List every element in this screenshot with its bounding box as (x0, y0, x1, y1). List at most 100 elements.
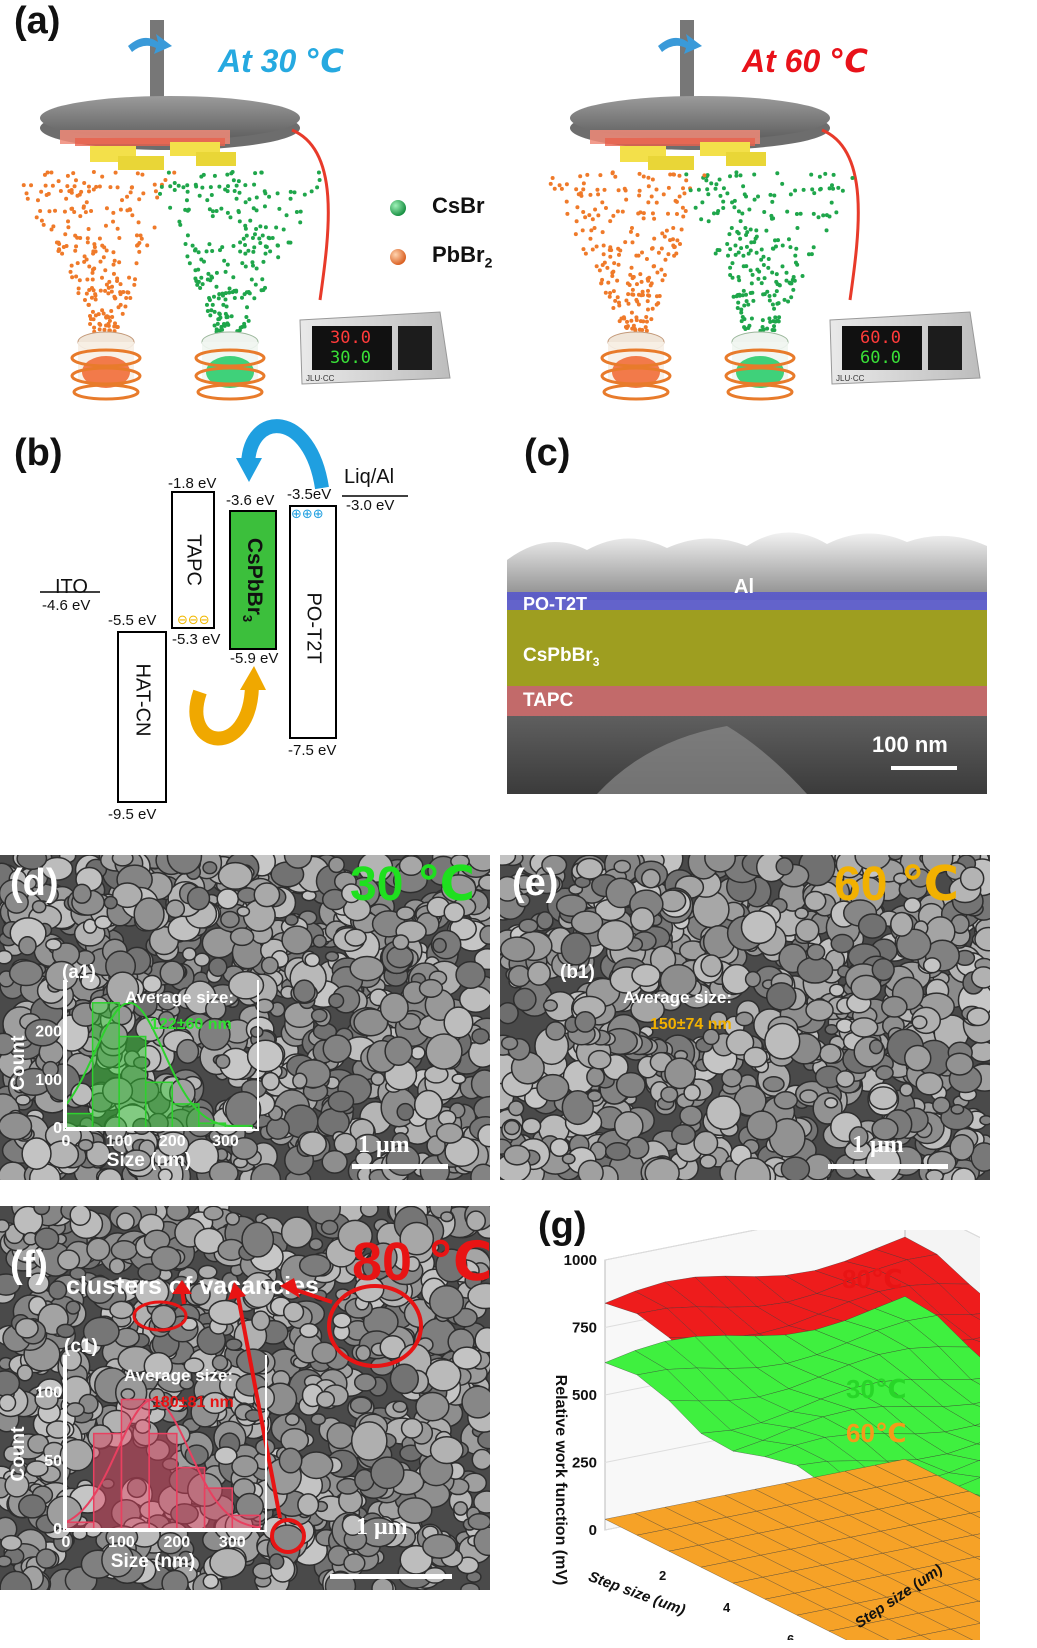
pot2t-top: -3.5eV (287, 486, 332, 503)
zaxis-label: Relative work function (mV) (552, 1374, 569, 1586)
x-tick-label: 100 (106, 1133, 133, 1150)
y-axis-label: Count (8, 1426, 29, 1482)
vacancy-circle-icon (327, 1284, 423, 1368)
rotation-arrow-icon (128, 34, 172, 54)
temp-f: 80 ℃ (352, 1232, 493, 1292)
layer-tapc: TAPC (523, 690, 574, 711)
y-tick-label: 0 (53, 1521, 62, 1538)
work-function-3d-plot: 02505007501000246810246810 (564, 1230, 980, 1640)
y-tick-label: 100 (35, 1072, 62, 1089)
ito-level: -4.6 eV (42, 597, 91, 614)
vacancy-markers (132, 1278, 423, 1554)
hole-symbols: ⊖⊖⊖ (177, 612, 210, 627)
x-tick-label: 200 (159, 1133, 186, 1150)
histogram-bar (120, 1398, 150, 1530)
avg-title-b1: Average size: (623, 988, 732, 1007)
x-tick-label: 0 (62, 1534, 71, 1551)
ito-label: ITO (55, 576, 88, 598)
layer-pot2t: PO-T2T (523, 594, 588, 614)
cathode-label: Liq/Al (344, 466, 395, 488)
vacancy-circle-icon (270, 1518, 306, 1554)
histogram-bar (203, 1487, 234, 1530)
y-tick-label: 200 (35, 1024, 62, 1041)
histogram-bar (176, 1466, 206, 1530)
x-tick-label: 6 (787, 1632, 794, 1640)
pbbr2-ball-icon (390, 249, 406, 265)
hole-arrow-icon (189, 685, 259, 746)
surface-60℃ (604, 1458, 980, 1640)
pot2t-label: PO-T2T (302, 592, 325, 664)
x-tick-label: 300 (212, 1133, 239, 1150)
scale-e: 1 μm (852, 1132, 904, 1158)
evaporation-setup-30c (21, 20, 451, 401)
electron-arrow-icon (241, 419, 329, 490)
display-60c-bottom: 60.0 (860, 348, 901, 368)
title-30c: At 30 ℃ (218, 43, 344, 79)
tapc-label: TAPC (182, 534, 205, 586)
histogram-bar (65, 1112, 94, 1129)
display-30c-bottom: 30.0 (330, 348, 371, 368)
panel-a-illustration (21, 20, 981, 401)
sem-image-f (0, 1206, 490, 1590)
z-tick-label: 500 (572, 1387, 597, 1404)
inset-label-c1: (c1) (64, 1336, 98, 1357)
title-60c: At 60 ℃ (742, 43, 868, 79)
cathode-level: -3.0 eV (346, 497, 395, 514)
z-tick-label: 750 (572, 1320, 597, 1337)
cross-section-sem (507, 500, 987, 794)
tapc-top: -1.8 eV (168, 475, 217, 492)
y-tick-label: 50 (44, 1453, 62, 1470)
x-tick-label: 100 (108, 1534, 135, 1551)
brand-right: JLU·CC (836, 374, 865, 383)
panel-c-label: (c) (524, 432, 571, 474)
y-tick-label: 100 (35, 1385, 62, 1402)
inset-label-a1: (a1) (62, 962, 96, 983)
rotation-arrow-icon (658, 34, 702, 54)
x-tick-label: 0 (62, 1133, 71, 1150)
cspbbr3-bottom: -5.9 eV (230, 650, 279, 667)
histogram-bar (148, 1432, 178, 1530)
histogram-bar (118, 1035, 147, 1129)
layer-cspbbr3: CsPbBr3 (523, 645, 600, 669)
scale-bar-f (330, 1574, 452, 1579)
display-60c-top: 60.0 (860, 328, 901, 348)
display-30c-top: 30.0 (330, 328, 371, 348)
y-tick-label: 0 (53, 1120, 62, 1137)
x-axis-label: Size (nm) (107, 1150, 191, 1171)
panel-d-label: (d) (10, 862, 59, 904)
vacancy-circle-icon (132, 1300, 188, 1332)
temp-e: 60 ℃ (834, 858, 959, 911)
gaussian-fit-line (65, 1398, 261, 1529)
panel-e-label: (e) (512, 862, 559, 904)
inset-label-b1: (b1) (560, 962, 595, 983)
scale-f: 1 μm (356, 1514, 408, 1540)
series-label-80c: 80℃ (842, 1264, 903, 1294)
sem-image-e (500, 855, 990, 1180)
histogram-bar (144, 1081, 174, 1129)
series-label-60c: 60℃ (846, 1418, 907, 1448)
x-tick-label: 4 (723, 1600, 731, 1615)
temp-d: 30 ℃ (350, 858, 475, 911)
x-axis-label: Size (nm) (111, 1551, 195, 1572)
panel-g-label: (g) (538, 1205, 587, 1247)
avg-value-c1: 180±81 nm (152, 1394, 234, 1411)
panel-f-label: (f) (10, 1244, 48, 1286)
y-axis-label: Count (8, 1035, 29, 1091)
legend-pbbr2: PbBr2 (432, 242, 493, 271)
histogram-bar (65, 1521, 95, 1530)
avg-value-a1: 122±60 nm (150, 1016, 232, 1033)
tapc-bottom: -5.3 eV (172, 631, 221, 648)
series-label-30c: 30℃ (846, 1374, 907, 1404)
energy-level-diagram (40, 419, 408, 803)
electron-symbols: ⊕⊕⊕ (291, 506, 324, 521)
histogram-b1: 0100200300050100150Size (nm)Count (500, 980, 770, 1180)
scale-bar-c: 100 nm (872, 732, 948, 757)
z-tick-label: 1000 (564, 1252, 597, 1269)
evaporation-setup-60c (548, 20, 981, 401)
scale-d: 1 μm (358, 1132, 410, 1158)
cspbbr3-top: -3.6 eV (226, 492, 275, 509)
panel-b-label: (b) (14, 432, 63, 474)
legend-csbr: CsBr (432, 193, 485, 218)
